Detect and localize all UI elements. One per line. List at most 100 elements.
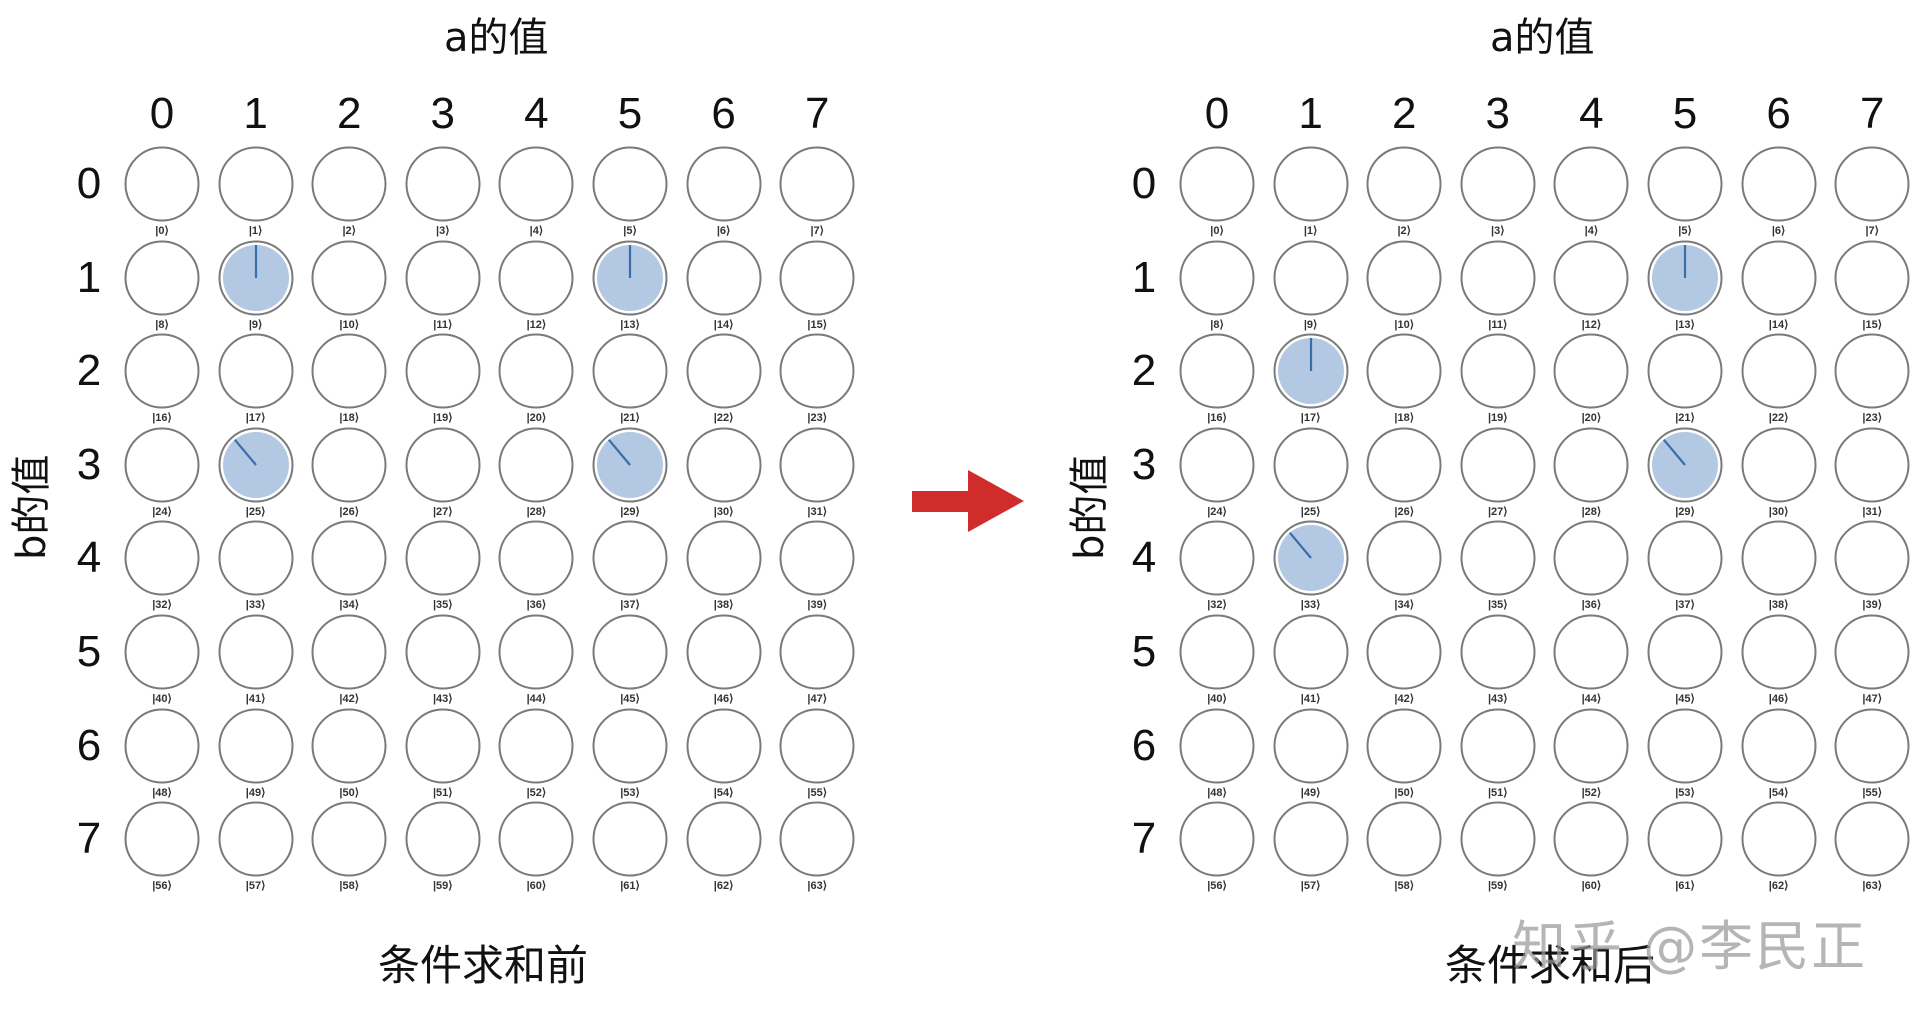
state-circle-empty	[124, 708, 200, 784]
state-circle-empty	[779, 708, 855, 784]
ket-label: |43⟩	[1487, 693, 1508, 705]
state-circle-empty	[1741, 146, 1817, 222]
ket-label: |1⟩	[1303, 225, 1318, 237]
ket-label: |60⟩	[1581, 880, 1602, 893]
state-circle-empty	[592, 520, 668, 596]
ket-label: |9⟩	[248, 318, 263, 331]
ket-label: |4⟩	[529, 225, 544, 237]
row-label: 0	[76, 159, 102, 208]
state-circle-empty	[1553, 240, 1629, 316]
ket-label: |10⟩	[1394, 318, 1414, 331]
state-circle-empty	[1273, 427, 1349, 503]
ket-label: |25⟩	[245, 505, 266, 518]
state-circle-empty	[405, 427, 481, 503]
state-circle-empty	[686, 614, 762, 690]
ket-label: |12⟩	[526, 318, 547, 331]
state-circle-empty	[1366, 614, 1442, 690]
ket-label: |39⟩	[807, 599, 827, 612]
column-label: 3	[1485, 89, 1511, 138]
column-label: 0	[1204, 89, 1230, 138]
state-circle-empty	[498, 427, 574, 503]
state-circle-empty	[498, 614, 574, 690]
ket-label: |24⟩	[1207, 505, 1227, 518]
state-circle-empty	[405, 614, 481, 690]
column-label: 7	[804, 89, 830, 138]
ket-label: |13⟩	[620, 318, 640, 331]
ket-label: |8⟩	[155, 318, 169, 331]
ket-label: |17⟩	[1300, 412, 1321, 425]
state-circle-empty	[1366, 801, 1442, 877]
state-circle-empty	[218, 333, 294, 409]
state-circle-empty	[779, 614, 855, 690]
state-circle-empty	[405, 333, 481, 409]
state-circle-empty	[686, 801, 762, 877]
column-label: 2	[1391, 89, 1417, 138]
row-label: 1	[76, 252, 102, 302]
ket-label: |41⟩	[245, 693, 266, 705]
column-label: 2	[336, 89, 362, 138]
column-label: 5	[617, 89, 643, 138]
ket-label: |47⟩	[1862, 693, 1882, 705]
ket-label: |29⟩	[1675, 505, 1695, 518]
state-circle-empty	[218, 614, 294, 690]
ket-label: |17⟩	[245, 412, 266, 425]
ket-label: |51⟩	[1487, 786, 1508, 799]
row-label: 6	[1131, 720, 1157, 770]
row-label: 4	[1131, 533, 1157, 583]
ket-label: |19⟩	[432, 412, 453, 425]
phase-needle	[233, 438, 257, 466]
column-label: 1	[1298, 89, 1323, 138]
state-circle-empty	[311, 520, 387, 596]
state-circle-empty	[311, 801, 387, 877]
state-circle-empty	[498, 240, 574, 316]
ket-label: |34⟩	[339, 599, 359, 612]
ket-label: |3⟩	[436, 225, 450, 237]
ket-label: |53⟩	[620, 786, 640, 799]
ket-label: |15⟩	[1862, 318, 1882, 331]
state-circle-empty	[1647, 146, 1723, 222]
ket-label: |45⟩	[620, 693, 640, 705]
state-circle-empty	[779, 146, 855, 222]
ket-label: |56⟩	[1207, 880, 1227, 893]
column-label: 5	[1672, 89, 1698, 138]
ket-label: |6⟩	[716, 225, 731, 237]
ket-label: |22⟩	[1768, 412, 1789, 425]
state-circle-empty	[124, 240, 200, 316]
ket-label: |49⟩	[245, 786, 266, 799]
ket-label: |5⟩	[1678, 225, 1692, 237]
ket-label: |33⟩	[245, 599, 266, 612]
ket-label: |60⟩	[526, 880, 547, 893]
state-circle-empty	[779, 801, 855, 877]
ket-label: |12⟩	[1581, 318, 1602, 331]
ket-label: |41⟩	[1300, 693, 1321, 705]
column-label: 1	[243, 89, 268, 138]
ket-label: |26⟩	[339, 505, 359, 518]
x-axis-title: a的值	[1490, 15, 1595, 61]
state-circle-empty	[1179, 146, 1255, 222]
state-circle-empty	[498, 801, 574, 877]
state-circle-empty	[1460, 801, 1536, 877]
phase-needle	[1288, 532, 1312, 560]
ket-label: |14⟩	[1768, 318, 1789, 331]
ket-label: |30⟩	[713, 505, 734, 518]
state-circle-empty	[1366, 240, 1442, 316]
state-circle-empty	[405, 146, 481, 222]
state-circle-empty	[1834, 708, 1910, 784]
ket-label: |49⟩	[1300, 786, 1321, 799]
state-circle-empty	[1366, 146, 1442, 222]
ket-label: |31⟩	[807, 505, 827, 518]
ket-label: |42⟩	[1394, 693, 1414, 705]
state-circle-empty	[1647, 801, 1723, 877]
ket-label: |7⟩	[1865, 225, 1879, 237]
state-circle-empty	[1179, 520, 1255, 596]
ket-label: |56⟩	[152, 880, 172, 893]
row-label: 7	[76, 814, 102, 864]
state-circle-empty	[1834, 333, 1910, 409]
caption-after: 条件求和后	[1445, 941, 1656, 990]
ket-label: |21⟩	[620, 412, 640, 425]
arrow-right-icon	[912, 470, 1027, 538]
state-circle-empty	[1647, 520, 1723, 596]
ket-label: |63⟩	[807, 880, 827, 893]
ket-label: |5⟩	[623, 225, 637, 237]
ket-label: |38⟩	[1768, 599, 1789, 612]
